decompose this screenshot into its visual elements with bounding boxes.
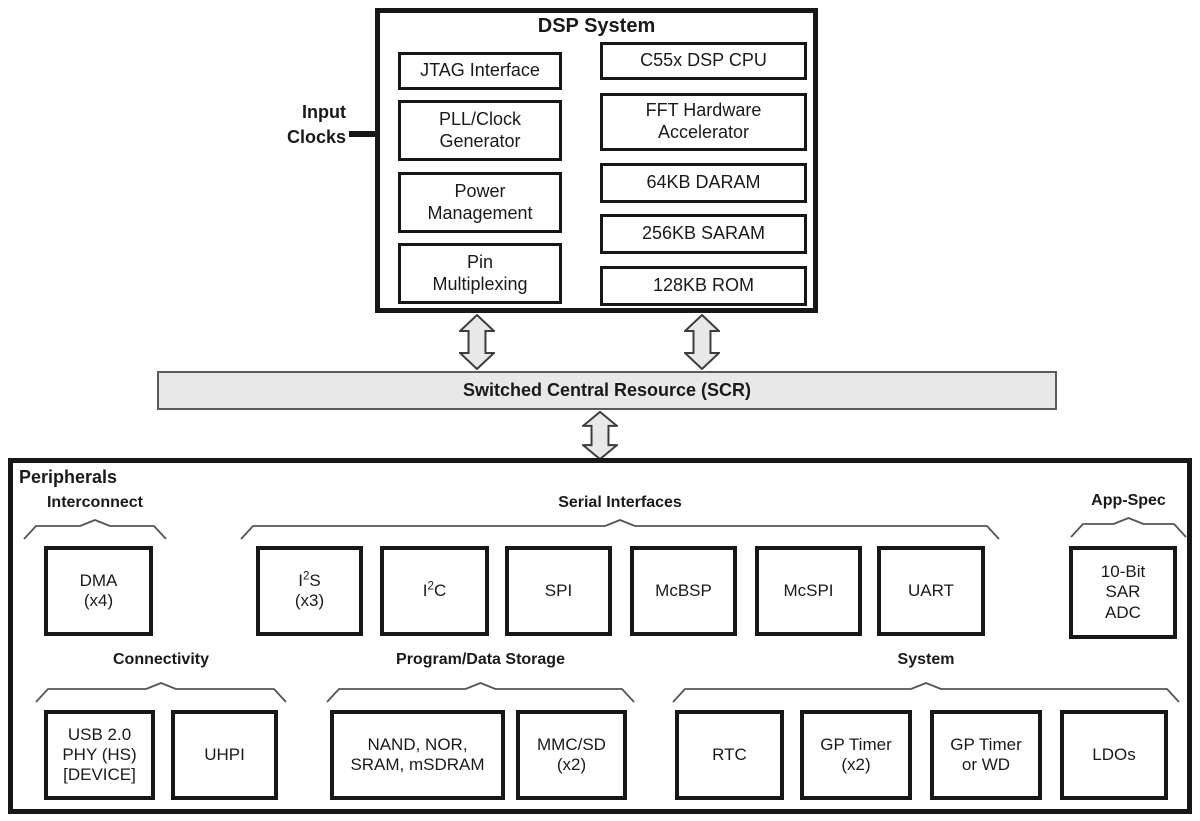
group-label-system: System <box>897 651 955 668</box>
scr-bar: Switched Central Resource (SCR) <box>157 371 1057 410</box>
input-clocks-label: Input Clocks <box>286 102 346 147</box>
group-label-program-data-storage: Program/Data Storage <box>396 651 565 668</box>
block-label: RTC <box>712 744 747 764</box>
block-gp-timer-x2: GP Timer (x2) <box>800 710 912 800</box>
group-label-connectivity: Connectivity <box>112 651 209 668</box>
block-mcspi: McSPI <box>755 546 862 636</box>
scr-label: Switched Central Resource (SCR) <box>462 380 752 400</box>
block-label: PLL/Clock Generator <box>438 108 522 151</box>
block-pll-clock-generator: PLL/Clock Generator <box>398 100 562 161</box>
block-label: I2C <box>422 580 447 600</box>
group-brace <box>1070 517 1187 538</box>
block-label: GP Timer or WD <box>950 734 1022 774</box>
group-brace <box>326 682 635 703</box>
peripherals-box: Peripherals Interconnect Serial Interfac… <box>8 458 1192 814</box>
block-label: 10-Bit SAR ADC <box>1100 562 1146 622</box>
block-pin-multiplexing: Pin Multiplexing <box>398 243 562 304</box>
dsp-system-box: DSP System JTAG Interface PLL/Clock Gene… <box>375 8 818 313</box>
block-fft-hardware-accelerator: FFT Hardware Accelerator <box>600 93 807 151</box>
block-label: LDOs <box>1092 744 1136 764</box>
block-label: Power Management <box>427 180 533 223</box>
bidirectional-arrow-icon <box>459 314 495 370</box>
block-label: 64KB DARAM <box>646 172 761 193</box>
block-gp-timer-or-wd: GP Timer or WD <box>930 710 1042 800</box>
block-label: UHPI <box>204 744 245 764</box>
block-nand-nor-sram-msdram: NAND, NOR, SRAM, mSDRAM <box>330 710 505 800</box>
block-uhpi: UHPI <box>171 710 278 800</box>
block-jtag-interface: JTAG Interface <box>398 52 562 90</box>
block-usb-phy: USB 2.0 PHY (HS) [DEVICE] <box>44 710 155 800</box>
group-label-interconnect: Interconnect <box>46 494 143 511</box>
block-label: McSPI <box>783 580 834 600</box>
block-c55x-dsp-cpu: C55x DSP CPU <box>600 42 807 80</box>
block-label: McBSP <box>655 580 712 600</box>
block-spi: SPI <box>505 546 612 636</box>
group-label-app-spec: App-Spec <box>1091 492 1166 509</box>
peripherals-title: Peripherals <box>19 467 118 487</box>
group-brace <box>35 682 287 703</box>
block-label: 256KB SARAM <box>641 223 766 244</box>
block-label: Pin Multiplexing <box>432 251 528 294</box>
block-label: NAND, NOR, SRAM, mSDRAM <box>350 734 485 774</box>
group-brace <box>23 519 167 540</box>
block-256kb-saram: 256KB SARAM <box>600 214 807 254</box>
dsp-system-title: DSP System <box>537 15 656 37</box>
block-64kb-daram: 64KB DARAM <box>600 163 807 203</box>
block-label: MMC/SD (x2) <box>537 734 606 774</box>
block-i2s: I2S(x3) <box>256 546 363 636</box>
group-brace <box>672 682 1180 703</box>
block-uart: UART <box>877 546 985 636</box>
block-128kb-rom: 128KB ROM <box>600 266 807 306</box>
block-label: 128KB ROM <box>652 275 755 296</box>
block-power-management: Power Management <box>398 172 562 233</box>
block-rtc: RTC <box>675 710 784 800</box>
block-ldos: LDOs <box>1060 710 1168 800</box>
group-brace <box>240 519 1000 540</box>
bidirectional-arrow-icon <box>582 411 618 460</box>
block-label: SPI <box>544 580 573 600</box>
block-label: GP Timer (x2) <box>820 734 892 774</box>
block-label: DMA (x4) <box>79 570 118 610</box>
block-label: JTAG Interface <box>420 60 540 81</box>
block-label: C55x DSP CPU <box>640 50 767 71</box>
block-mcbsp: McBSP <box>630 546 737 636</box>
block-label: FFT Hardware Accelerator <box>645 100 762 142</box>
block-10bit-sar-adc: 10-Bit SAR ADC <box>1069 546 1177 639</box>
block-label: I2S(x3) <box>294 570 325 610</box>
block-i2c: I2C <box>380 546 489 636</box>
block-dma: DMA (x4) <box>44 546 153 636</box>
bidirectional-arrow-icon <box>684 314 720 370</box>
block-mmc-sd: MMC/SD (x2) <box>516 710 627 800</box>
block-label: USB 2.0 PHY (HS) [DEVICE] <box>62 724 137 785</box>
group-label-serial-interfaces: Serial Interfaces <box>558 494 682 511</box>
block-label: UART <box>908 580 954 600</box>
